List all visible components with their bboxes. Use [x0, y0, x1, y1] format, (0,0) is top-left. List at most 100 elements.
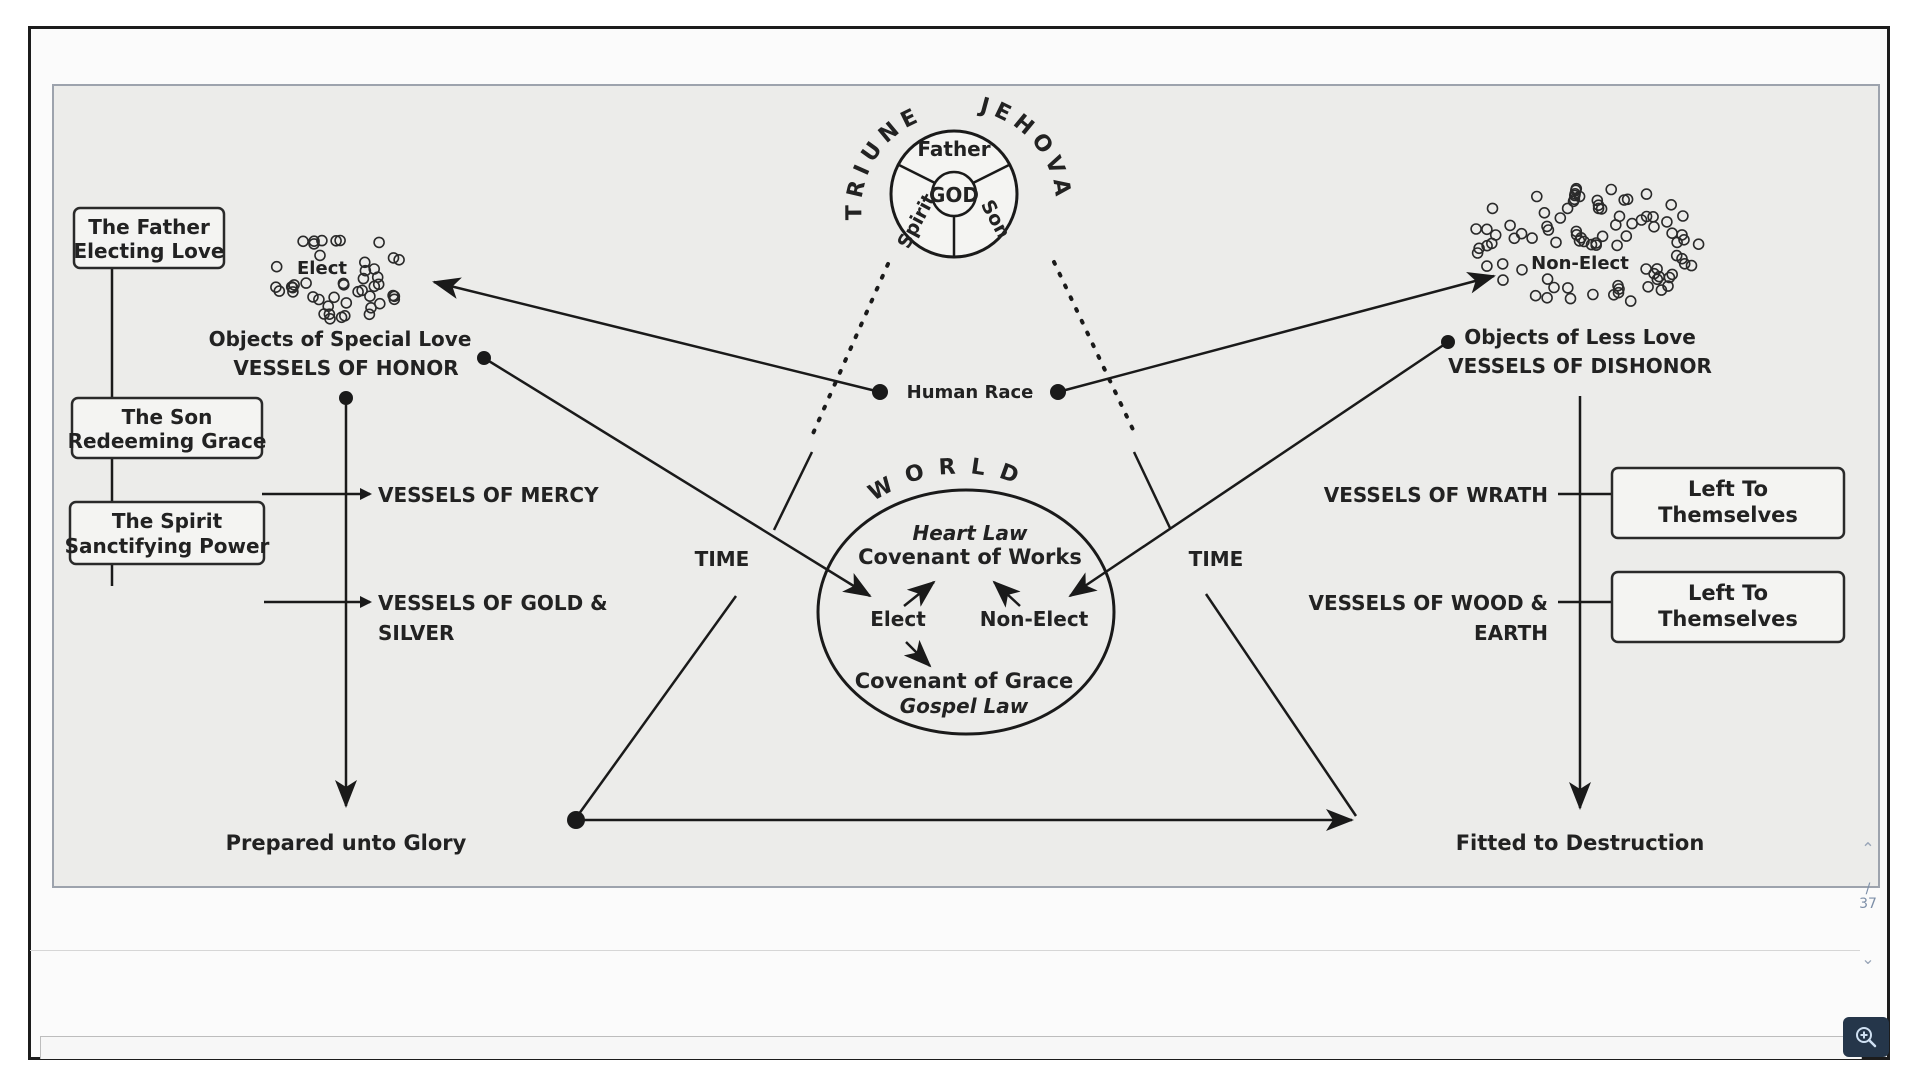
- cluster-dot: [1570, 229, 1583, 241]
- cluster-dot: [359, 264, 372, 277]
- cluster-dot: [270, 260, 283, 273]
- elect-down-arrow: [903, 639, 932, 668]
- dishonor-to-world-arrow: [1068, 340, 1449, 598]
- world-word: WORLD: [864, 454, 1035, 506]
- cluster-dot: [1561, 202, 1574, 215]
- cluster-dot: [313, 293, 325, 306]
- elect-cluster: [270, 234, 405, 325]
- left-time-lower: [574, 595, 738, 819]
- cluster-dot: [1515, 227, 1528, 240]
- cluster-dot: [1529, 289, 1542, 302]
- cluster-dot: [316, 234, 328, 247]
- world-non-elect: Non-Elect: [980, 607, 1089, 631]
- vessels-gold-line2: SILVER: [378, 621, 454, 645]
- cluster-dot: [1618, 194, 1630, 206]
- cluster-dot: [387, 252, 400, 264]
- father-box-sub: Electing Love: [74, 239, 225, 263]
- world-letter-l: L: [969, 454, 1000, 483]
- cluster-dot: [328, 291, 340, 304]
- vessels-wood-line2: EARTH: [1474, 621, 1548, 645]
- page-separator: [30, 950, 1860, 951]
- page-controls: ⌃ / 37 ⌄: [1842, 842, 1894, 982]
- cluster-dot: [1648, 221, 1660, 233]
- god-label: GOD: [929, 183, 979, 207]
- cluster-dot: [1497, 274, 1509, 286]
- cluster-dot: [270, 281, 282, 293]
- arrow-to-nonelect: [1057, 272, 1496, 394]
- cluster-dot: [1471, 247, 1484, 259]
- diagram-slide: GOD Father Spirit Son TRIUNE JEHOVAH The…: [52, 84, 1880, 888]
- cluster-dot: [1685, 259, 1698, 272]
- cluster-dot: [1504, 219, 1516, 232]
- cluster-dot: [323, 308, 336, 320]
- cluster-dot: [1486, 202, 1499, 215]
- next-page-edge: [40, 1036, 1862, 1059]
- cluster-dot: [1541, 273, 1554, 285]
- time-right-label: TIME: [1189, 547, 1244, 571]
- cluster-dot: [300, 277, 312, 289]
- cluster-dot: [368, 280, 381, 293]
- chevron-up-icon[interactable]: ⌃: [1861, 841, 1875, 858]
- elect-up-arrow: [903, 580, 936, 607]
- cluster-dot: [1542, 224, 1555, 236]
- cluster-dot: [358, 256, 371, 269]
- page-slash: /: [1865, 881, 1871, 897]
- covenant-of-works: Covenant of Works: [858, 545, 1082, 569]
- cluster-dot: [1665, 199, 1677, 211]
- cluster-dot: [1562, 282, 1574, 294]
- cluster-dot: [334, 234, 346, 247]
- spirit-box-sub: Sanctifying Power: [65, 534, 270, 558]
- cluster-dot: [1570, 182, 1583, 195]
- son-box-title: The Son: [122, 405, 213, 429]
- cluster-dot: [1496, 258, 1509, 270]
- cluster-dot: [1567, 195, 1580, 208]
- cluster-dot: [324, 313, 336, 325]
- vessels-of-honor: VESSELS OF HONOR: [233, 356, 458, 380]
- father-box: The Father Electing Love: [72, 206, 226, 270]
- cluster-dot: [338, 310, 351, 322]
- spirit-box: The Spirit Sanctifying Power: [65, 500, 270, 566]
- cluster-dot: [352, 285, 364, 298]
- cluster-dot: [1620, 230, 1633, 242]
- cluster-dot: [1613, 283, 1625, 295]
- cluster-dot: [288, 279, 300, 291]
- box2-line2: Themselves: [1658, 607, 1798, 631]
- nonelect-up-arrow: [992, 580, 1021, 608]
- dishonor-dot: [1441, 335, 1455, 349]
- vessels-gold-line1: VESSELS OF GOLD &: [378, 591, 608, 615]
- cluster-dot: [1550, 236, 1562, 249]
- cluster-dot: [1651, 273, 1664, 286]
- cluster-dot: [1473, 242, 1485, 255]
- page-number: 37: [1859, 896, 1877, 912]
- world-letter-r: R: [938, 454, 970, 480]
- cluster-dot: [340, 297, 353, 309]
- heart-law: Heart Law: [913, 521, 1028, 545]
- right-time-upper: [1132, 451, 1172, 529]
- cluster-dot: [357, 272, 370, 285]
- zoom-in-button[interactable]: [1843, 1017, 1889, 1057]
- cluster-dot: [1611, 239, 1623, 252]
- vessels-of-dishonor: VESSELS OF DISHONOR: [1448, 354, 1712, 378]
- cluster-dot: [1655, 284, 1668, 296]
- chevron-down-icon[interactable]: ⌄: [1861, 951, 1875, 968]
- cluster-dot: [1595, 203, 1608, 215]
- cluster-dot: [1661, 216, 1673, 228]
- father-box-title: The Father: [88, 215, 210, 239]
- cluster-dot: [322, 300, 335, 312]
- right-dotted-line: [1052, 260, 1138, 438]
- cluster-dot: [1613, 210, 1626, 223]
- son-box-sub: Redeeming Grace: [68, 429, 267, 453]
- box1-line2: Themselves: [1658, 503, 1798, 527]
- cluster-dot: [373, 236, 385, 249]
- cluster-dot: [337, 277, 350, 290]
- vessels-wood-line1: VESSELS OF WOOD &: [1308, 591, 1548, 615]
- cluster-dot: [1585, 238, 1598, 251]
- cluster-dot: [1587, 288, 1599, 301]
- cluster-dot: [287, 286, 299, 298]
- left-to-themselves-box-2: Left To Themselves: [1610, 570, 1846, 644]
- cluster-dot: [1541, 292, 1553, 304]
- left-dotted-line: [809, 262, 890, 440]
- time-left-label: TIME: [695, 547, 750, 571]
- son-box: The Son Redeeming Grace: [68, 396, 267, 460]
- cluster-dot: [1548, 281, 1560, 294]
